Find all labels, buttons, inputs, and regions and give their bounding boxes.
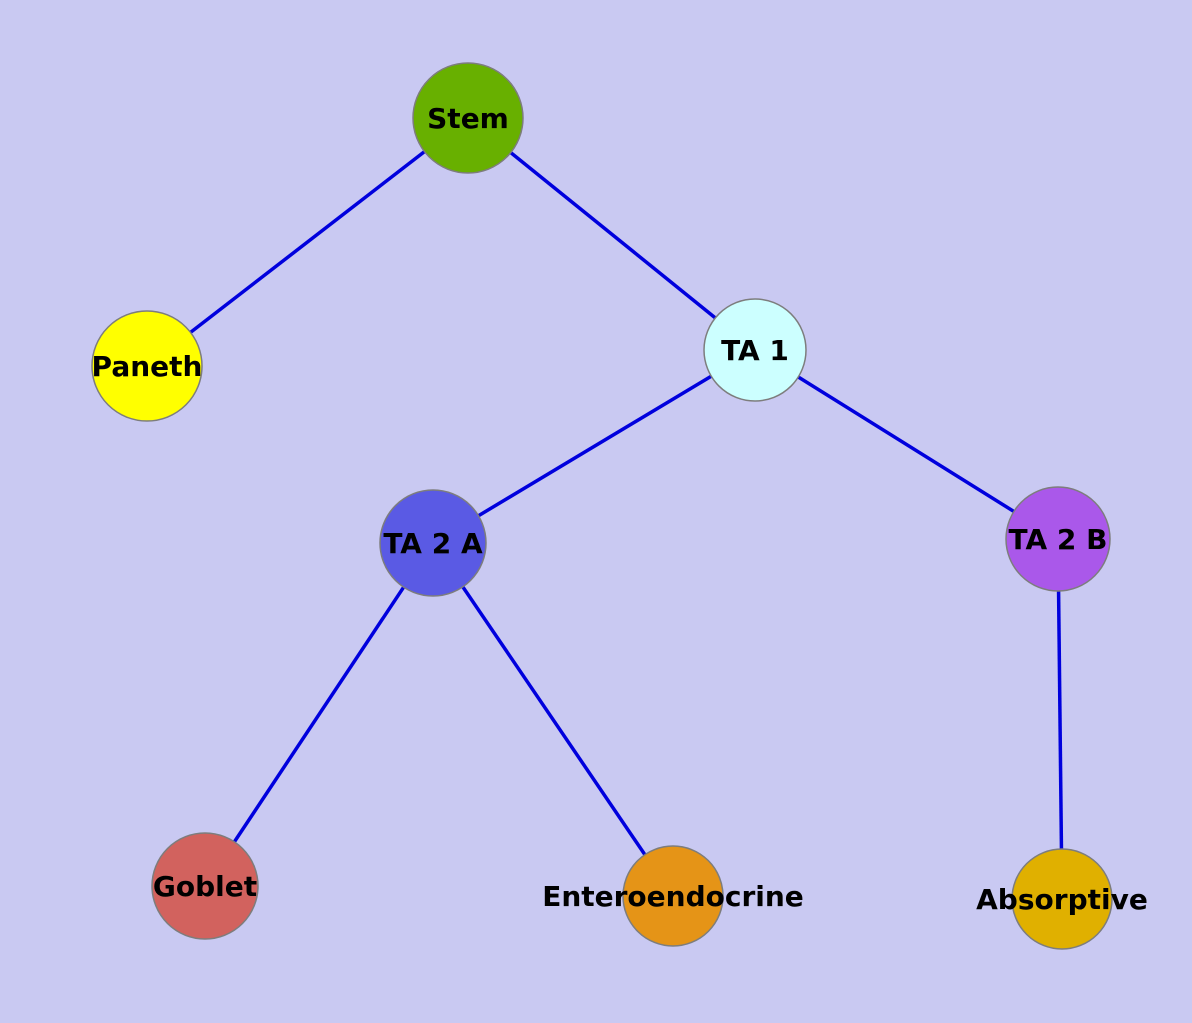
edge-ta-2-a-to-enteroendocrine	[431, 542, 675, 897]
node-circle-ta-1[interactable]	[703, 298, 807, 402]
node-circle-ta-2-b[interactable]	[1005, 486, 1111, 592]
node-circle-paneth[interactable]	[91, 310, 203, 422]
edge-ta-1-to-ta-2-a	[432, 348, 756, 545]
node-ta-2-b[interactable]: TA 2 B	[1005, 486, 1111, 592]
node-ta-2-a[interactable]: TA 2 A	[379, 489, 487, 597]
node-circle-ta-2-a[interactable]	[379, 489, 487, 597]
node-paneth[interactable]: Paneth	[91, 310, 203, 422]
node-circle-goblet[interactable]	[151, 832, 259, 940]
node-absorptive[interactable]: Absorptive	[976, 848, 1148, 950]
node-circle-absorptive[interactable]	[1011, 848, 1113, 950]
edge-ta-1-to-ta-2-b	[754, 348, 1059, 541]
node-goblet[interactable]: Goblet	[151, 832, 259, 940]
edge-stem-to-paneth	[145, 116, 470, 368]
node-circle-stem[interactable]	[412, 62, 524, 174]
node-circle-enteroendocrine[interactable]	[622, 845, 724, 947]
node-ta-1[interactable]: TA 1	[703, 298, 807, 402]
edge-ta-2-a-to-goblet	[203, 542, 435, 887]
node-stem[interactable]: Stem	[412, 62, 524, 174]
edge-ta-2-b-to-absorptive	[1056, 538, 1064, 900]
edges-layer	[145, 116, 1064, 900]
edge-stem-to-ta-1	[466, 116, 757, 352]
node-enteroendocrine[interactable]: Enteroendocrine	[542, 845, 804, 947]
